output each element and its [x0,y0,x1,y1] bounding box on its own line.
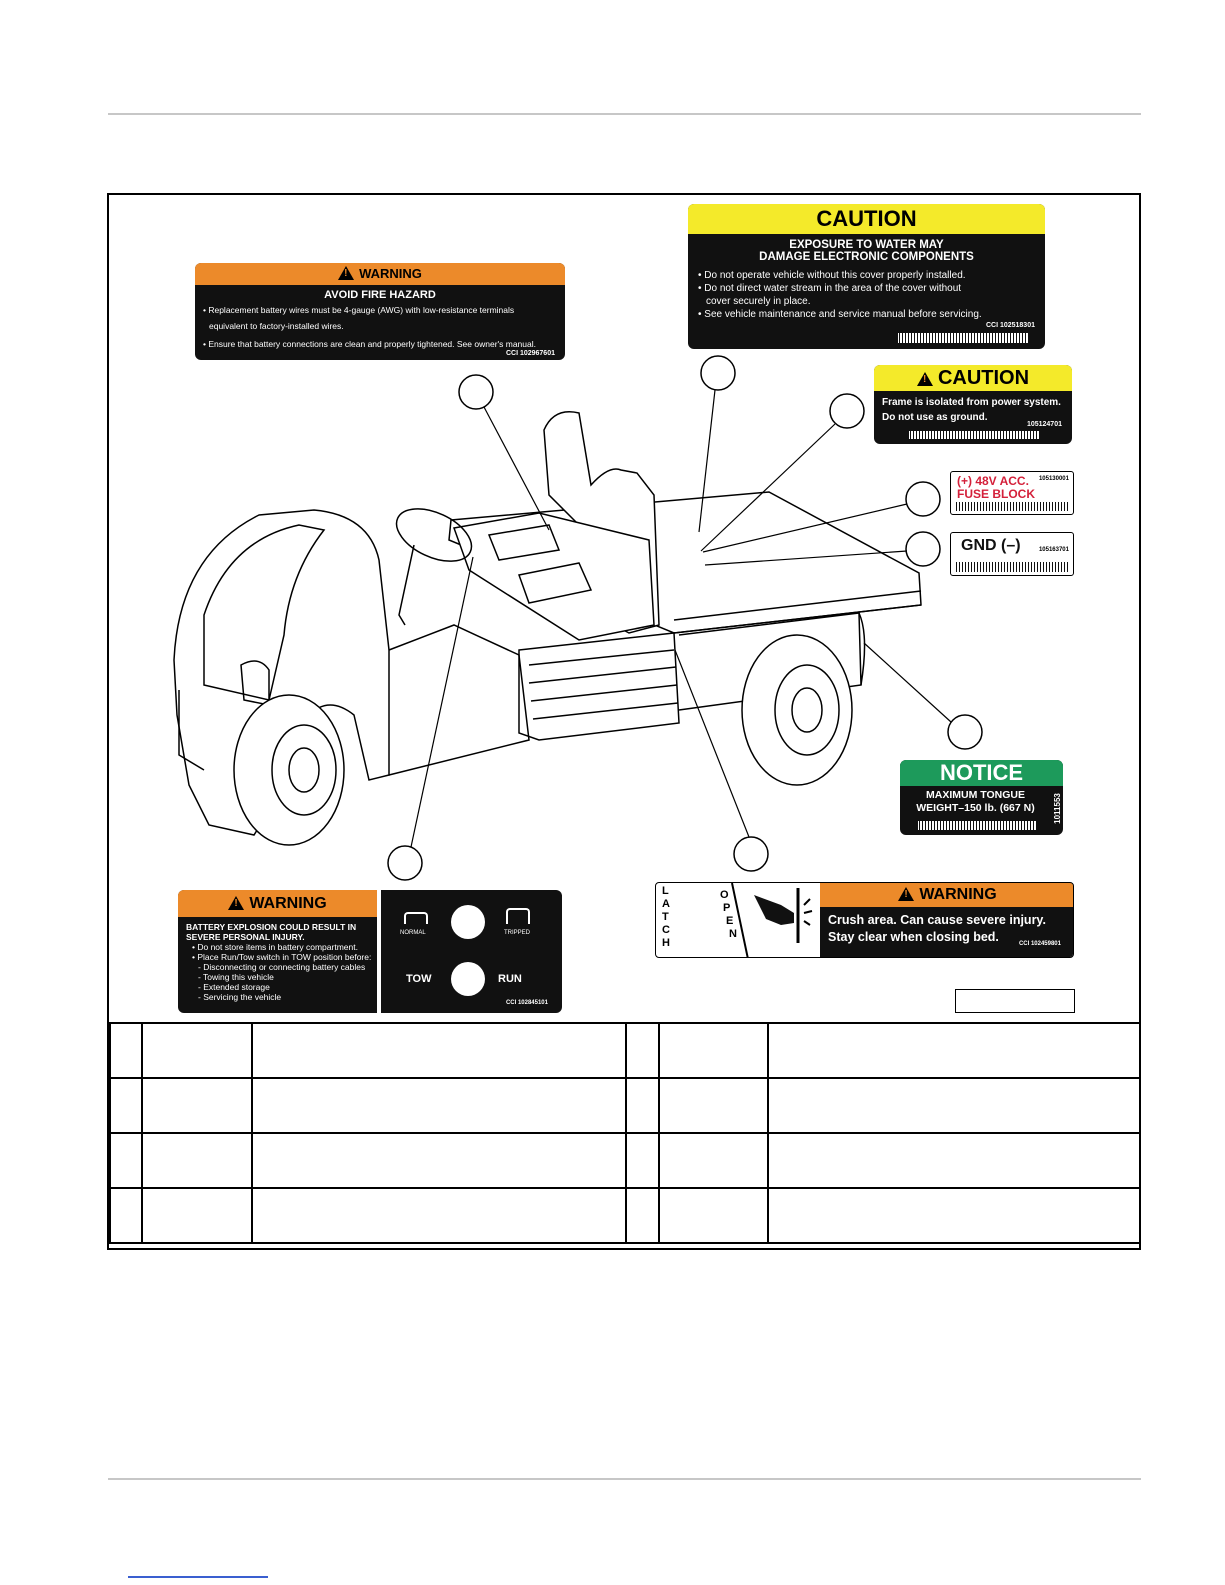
label-line: equivalent to factory-installed wires. [195,321,565,331]
barcode [898,333,1028,343]
battery-warning-text: BATTERY EXPLOSION COULD RESULT IN SEVERE… [186,922,371,1002]
label-title: DAMAGE ELECTRONIC COMPONENTS [688,251,1045,263]
vehicle-drawing [174,412,921,845]
decal-code: 1011553 [1053,793,1062,824]
table-row [110,1078,1140,1133]
decal-code: 105130001 [1039,476,1069,482]
warning-header: WARNING [195,263,565,285]
label-line: (+) 48V ACC. [957,474,1029,488]
label-line: GND (–) [961,537,1021,555]
warning-triangle-icon [338,266,354,280]
caution-header: CAUTION [688,204,1045,234]
breaker-button-circle [451,905,485,939]
caution-triangle-icon [917,372,933,386]
warning-header: WARNING [178,890,377,917]
label-line: Frame is isolated from power system. [874,397,1072,408]
warning-crush-label: L A T C H O P E N WARNING Crush area. Ca… [655,882,1074,958]
label-line: • Do not direct water stream in the area… [688,282,1045,295]
label-divider [377,890,381,1013]
crush-warning-panel: WARNING Crush area. Can cause severe inj… [820,883,1074,958]
tripped-label: TRIPPED [504,930,530,936]
label-line: Crush area. Can cause severe injury. [820,913,1074,927]
caution-header: CAUTION [874,365,1072,391]
label-title: EXPOSURE TO WATER MAY [688,239,1045,251]
caution-frame-label: CAUTION Frame is isolated from power sys… [874,365,1072,444]
header-rule [108,113,1141,115]
warning-battery-label: WARNING BATTERY EXPLOSION COULD RESULT I… [178,890,562,1013]
barcode [909,431,1039,439]
label-line: cover securely in place. [688,295,1045,308]
decal-code: CCI 102459801 [1019,941,1061,947]
breaker-tripped-icon [506,908,530,924]
label-line: • Ensure that battery connections are cl… [195,339,565,349]
warning-triangle-icon [228,896,244,910]
label-title: AVOID FIRE HAZARD [195,289,565,301]
label-line: MAXIMUM TONGUE [900,789,1063,801]
warning-header: WARNING [820,883,1074,907]
run-tow-switch-circle [451,962,485,996]
label-line: • Do not operate vehicle without this co… [688,269,1045,282]
barcode [918,821,1036,830]
warning-fire-hazard-label: WARNING AVOID FIRE HAZARD • Replacement … [195,263,565,360]
decal-code: CCI 102518301 [986,322,1035,329]
run-label: RUN [498,973,522,985]
caution-water-label: CAUTION EXPOSURE TO WATER MAY DAMAGE ELE… [688,204,1045,349]
fuse-block-label: (+) 48V ACC. FUSE BLOCK 105130001 [950,471,1074,515]
label-line: FUSE BLOCK [957,487,1035,501]
label-line: • Replacement battery wires must be 4-ga… [195,305,565,315]
crush-hand-icon [726,883,821,958]
normal-label: NORMAL [400,930,426,936]
callout-key-table [109,1022,1141,1244]
table-row [110,1133,1140,1188]
tow-label: TOW [406,973,431,985]
figure-number-box [955,989,1075,1013]
barcode [955,502,1069,511]
notice-tongue-weight-label: NOTICE MAXIMUM TONGUE WEIGHT–150 lb. (66… [900,760,1063,835]
ground-label: GND (–) 105163701 [950,532,1074,576]
decal-code: CCI 102967601 [506,350,555,357]
table-row [110,1188,1140,1243]
decal-code: 105163701 [1039,547,1069,553]
latch-text: L A T C H [662,885,670,950]
decal-code: 105124701 [1027,421,1062,428]
decal-code: CCI 102845101 [506,1000,548,1006]
breaker-normal-icon [404,912,428,924]
notice-header: NOTICE [900,760,1063,786]
footer-link-underline[interactable] [128,1576,268,1578]
table-row [110,1023,1140,1078]
label-line: • See vehicle maintenance and service ma… [688,308,1045,321]
decal-figure: WARNING AVOID FIRE HAZARD • Replacement … [107,193,1141,1250]
footer-rule [108,1478,1141,1480]
barcode [955,562,1069,572]
label-line: WEIGHT–150 lb. (667 N) [900,802,1063,814]
warning-triangle-icon [898,887,914,901]
